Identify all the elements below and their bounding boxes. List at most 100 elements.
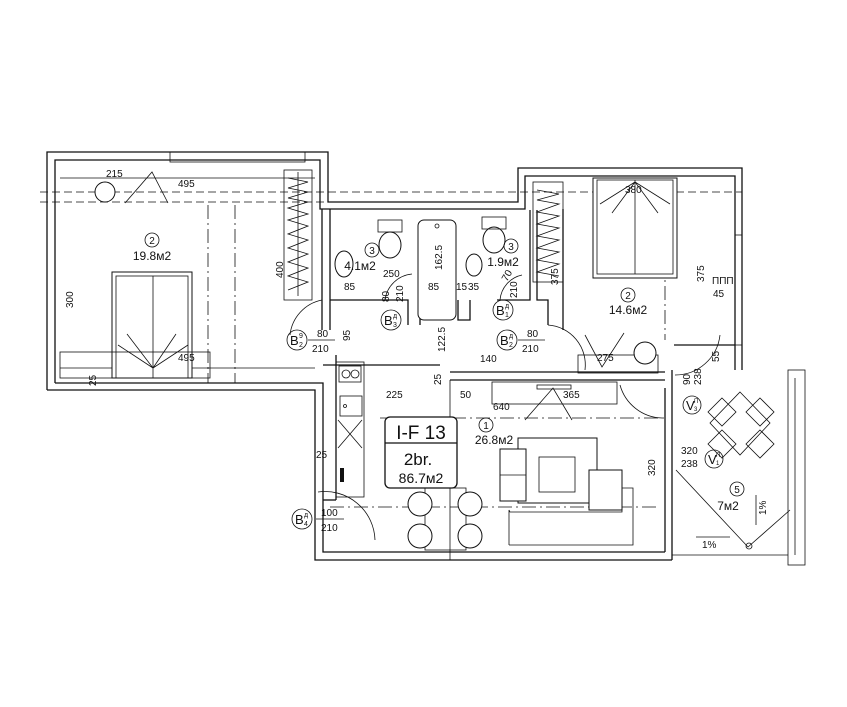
nightstand-left xyxy=(59,351,211,379)
fridge-icon xyxy=(340,468,344,482)
desk-right xyxy=(577,354,659,374)
bed-left xyxy=(111,271,193,379)
sink-icon xyxy=(334,250,354,278)
label: 80 xyxy=(527,329,539,340)
label: 50 xyxy=(460,390,472,401)
balcony xyxy=(672,369,806,566)
label: 495 xyxy=(178,179,195,190)
label: П xyxy=(716,453,720,459)
label: 210 xyxy=(395,285,406,302)
label: 300 xyxy=(65,291,76,308)
door-tag: B д3 80 210 xyxy=(380,285,406,331)
label: 495 xyxy=(178,353,195,364)
sink-icon xyxy=(465,253,483,277)
label: 9 xyxy=(299,333,303,340)
label: 210 xyxy=(509,281,520,298)
label: 4 xyxy=(304,521,308,528)
label: 210 xyxy=(321,523,338,534)
label: 1 xyxy=(716,461,720,467)
label: 1% xyxy=(758,500,769,515)
label: 90 xyxy=(682,373,693,385)
label: 45 xyxy=(713,289,725,300)
label: 2 xyxy=(625,291,631,302)
label: V xyxy=(686,398,695,413)
toilet-icon xyxy=(378,231,402,259)
room-label-wc: 3 1.9м2 xyxy=(487,238,519,269)
balcony-table-icon xyxy=(709,391,771,456)
label: 1 xyxy=(505,312,509,319)
desk-lamp-icon xyxy=(584,332,625,368)
wardrobe-left xyxy=(283,169,313,301)
window-bedroom-right xyxy=(734,234,743,346)
apartment-code: I-F 13 xyxy=(396,423,446,444)
label: 14.6м2 xyxy=(609,303,648,317)
label: 3 xyxy=(508,242,514,253)
label: П xyxy=(694,399,698,405)
label: 375 xyxy=(550,268,561,285)
label: 3 xyxy=(369,246,375,257)
label: B xyxy=(500,333,509,348)
label: 320 xyxy=(647,459,658,476)
label: 210 xyxy=(522,344,539,355)
label: 215 xyxy=(106,169,123,180)
window-bedroom-left xyxy=(169,151,306,163)
label: 238 xyxy=(693,368,704,385)
label: 15 xyxy=(456,282,468,293)
apartment-label: I-F 13 2br. 86.7м2 xyxy=(384,416,458,489)
door-tag: B д1 70 210 xyxy=(492,268,520,321)
label: 85 xyxy=(428,282,440,293)
window-tag: V П1 320 238 xyxy=(681,446,724,470)
window-tag: V П 3 90 238 xyxy=(682,368,704,415)
toilet-icon xyxy=(482,226,506,254)
label: 640 xyxy=(493,402,510,413)
label: 380 xyxy=(625,185,642,196)
radiator-label: ППП xyxy=(712,276,734,287)
label: 19.8м2 xyxy=(133,249,172,263)
label: 5 xyxy=(734,485,740,496)
dining-set xyxy=(407,487,483,551)
bathroom-fixtures xyxy=(334,216,507,321)
label: 7м2 xyxy=(717,499,739,513)
label: д xyxy=(304,512,308,519)
apartment-type: 2br. xyxy=(404,450,432,469)
label: 95 xyxy=(342,329,353,341)
label: 35 xyxy=(468,282,480,293)
label: 140 xyxy=(480,354,497,365)
label: 80 xyxy=(381,290,392,302)
exterior-walls xyxy=(46,151,743,561)
label: 85 xyxy=(344,282,356,293)
kitchen xyxy=(335,361,365,498)
label: д xyxy=(505,303,509,310)
label: B xyxy=(496,303,505,318)
label: 375 xyxy=(696,265,707,282)
label: д xyxy=(509,333,513,340)
dimension-labels: 215 495 400 300 495 25 250 85 85 15 35 1… xyxy=(65,169,769,551)
room-label-bedroom-right: 2 14.6м2 xyxy=(609,287,648,317)
label: 55 xyxy=(711,350,722,362)
label: 250 xyxy=(383,269,400,280)
label: 1% xyxy=(702,540,717,551)
label: 320 xyxy=(681,446,698,457)
chair-icon xyxy=(94,181,116,203)
room-label-balcony: 5 7м2 xyxy=(717,481,745,513)
label: 100 xyxy=(321,508,338,519)
label: 162.5 xyxy=(434,245,445,270)
door-swings xyxy=(289,273,721,541)
kitchen-sink-icon xyxy=(339,395,363,417)
desk-lamp-icon xyxy=(124,171,169,204)
label: 400 xyxy=(275,261,286,278)
stove-icon xyxy=(338,365,362,383)
label: 2 xyxy=(149,236,155,247)
label: B xyxy=(295,512,304,527)
label: 26.8м2 xyxy=(475,433,514,447)
label: д xyxy=(393,313,397,320)
label: 1.9м2 xyxy=(487,255,519,269)
label: 275 xyxy=(597,353,614,364)
label: 3 xyxy=(694,407,698,413)
label: B xyxy=(290,333,299,348)
wardrobe-right xyxy=(532,181,564,283)
room-label-living: 1 26.8м2 xyxy=(475,417,514,447)
